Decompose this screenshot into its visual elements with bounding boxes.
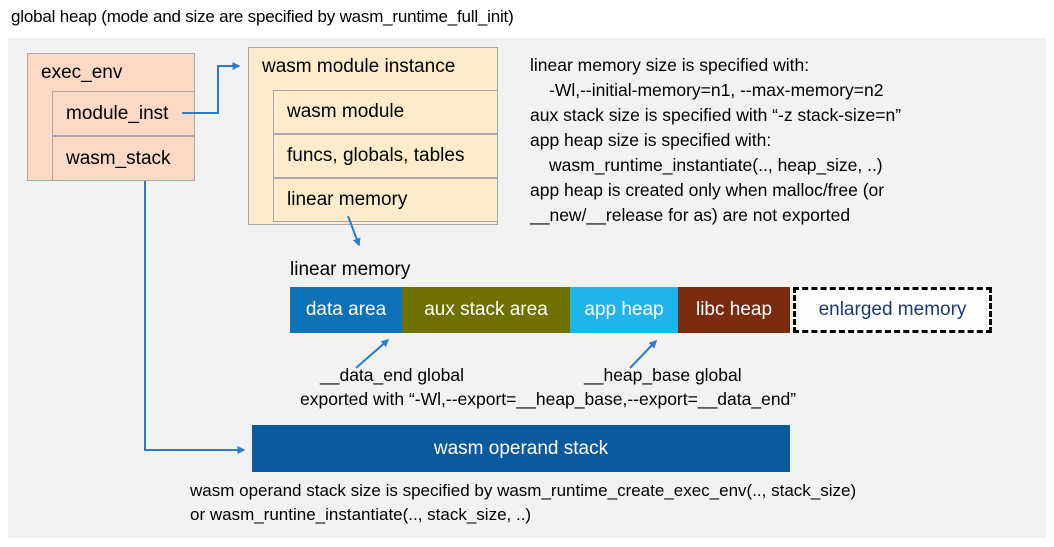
segment-aux-stack-area: aux stack area xyxy=(402,287,570,333)
note-line: app heap size is specified with: xyxy=(530,130,772,150)
memory-notes: linear memory size is specified with: -W… xyxy=(530,53,1040,228)
linear-memory-label: linear memory xyxy=(290,259,411,280)
instance-row-linear-memory: linear memory xyxy=(273,178,498,222)
note-line: linear memory size is specified with: xyxy=(530,55,810,75)
heap-base-global-label: __heap_base global xyxy=(584,365,742,385)
module-inst-label: module_inst xyxy=(66,102,169,124)
note-line: __new/__release for as) are not exported xyxy=(530,205,851,225)
segment-app-heap: app heap xyxy=(570,287,678,333)
segment-enlarged-memory: enlarged memory xyxy=(793,287,992,333)
linear-memory-row-label: linear memory xyxy=(287,189,408,210)
note-line: -Wl,--initial-memory=n1, --max-memory=n2 xyxy=(549,80,884,100)
aux-stack-area-label: aux stack area xyxy=(424,299,548,320)
exec-env-field-wasm-stack: wasm_stack xyxy=(52,136,195,181)
data-end-global-label: __data_end global xyxy=(320,365,465,385)
note-line: app heap is created only when malloc/fre… xyxy=(530,180,885,200)
module-instance-title: wasm module instance xyxy=(262,56,456,77)
wasm-module-label: wasm module xyxy=(287,101,405,122)
wasm-operand-stack-label: wasm operand stack xyxy=(433,437,609,459)
segment-data-area: data area xyxy=(290,287,402,333)
enlarged-memory-label: enlarged memory xyxy=(818,299,967,320)
exec-env-field-module-inst: module_inst xyxy=(52,91,195,136)
diagram-title: global heap (mode and size are specified… xyxy=(11,7,514,26)
operand-stack-note-line2: or wasm_runtine_instantiate(.., stack_si… xyxy=(190,505,532,524)
segment-libc-heap: libc heap xyxy=(678,287,790,333)
operand-stack-note-line1: wasm operand stack size is specified by … xyxy=(190,481,857,500)
note-line: aux stack size is specified with “-z sta… xyxy=(530,105,902,125)
data-area-label: data area xyxy=(305,299,387,320)
instance-row-funcs-globals-tables: funcs, globals, tables xyxy=(273,134,498,178)
exec-env-title: exec_env xyxy=(41,62,123,83)
funcs-globals-tables-label: funcs, globals, tables xyxy=(287,145,465,166)
libc-heap-label: libc heap xyxy=(695,299,773,320)
instance-row-wasm-module: wasm module xyxy=(273,90,498,134)
note-line: wasm_runtime_instantiate(.., heap_size, … xyxy=(549,155,883,175)
app-heap-label: app heap xyxy=(584,299,664,320)
export-note: exported with “-Wl,--export=__heap_base,… xyxy=(300,389,797,409)
wasm-stack-label: wasm_stack xyxy=(66,147,171,169)
wasm-operand-stack-bar: wasm operand stack xyxy=(252,425,790,472)
